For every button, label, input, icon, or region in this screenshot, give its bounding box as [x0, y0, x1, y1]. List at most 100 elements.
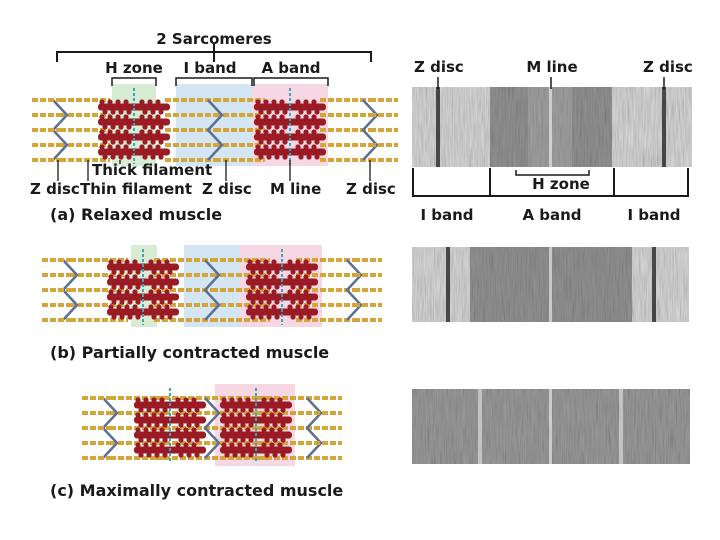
top-leader-lines	[111, 77, 329, 86]
myosin-head	[154, 437, 160, 443]
myosin-head	[261, 397, 267, 403]
myosin-head	[99, 144, 105, 150]
myosin-head	[151, 442, 157, 448]
myosin-head	[155, 144, 161, 150]
myosin-head	[132, 274, 138, 280]
myosin-head	[99, 129, 105, 135]
myosin-head	[306, 124, 312, 130]
myosin-head	[295, 114, 301, 120]
myosin-head	[258, 139, 264, 145]
myosin-head	[250, 269, 256, 275]
myosin-head	[248, 452, 254, 458]
myosin-head	[274, 284, 280, 290]
myosin-head	[250, 314, 256, 320]
myosin-head	[277, 442, 283, 448]
myosin-head	[111, 284, 117, 290]
myosin-head	[277, 412, 283, 418]
myosin-head	[116, 289, 122, 295]
myosin-head	[178, 407, 184, 413]
panel-a-diagram	[32, 84, 398, 166]
myosin-head	[248, 422, 254, 428]
myosin-head	[102, 154, 108, 160]
myosin-head	[269, 397, 275, 403]
myosin-head	[266, 139, 272, 145]
myosin-head	[127, 284, 133, 290]
myosin-head	[255, 99, 261, 105]
myosin-head	[147, 99, 153, 105]
myosin-head	[148, 304, 154, 310]
myosin-head	[269, 427, 275, 433]
myosin-head	[247, 259, 253, 265]
myosin-head	[295, 129, 301, 135]
myosin-head	[303, 274, 309, 280]
myosin-head	[110, 154, 116, 160]
myosin-head	[303, 304, 309, 310]
myosin-head	[123, 114, 129, 120]
micro-a-band-label: A band	[522, 206, 581, 224]
micro-z-disc-right-label: Z disc	[643, 58, 693, 76]
myosin-head	[237, 442, 243, 448]
myosin-head	[108, 304, 114, 310]
myosin-head	[146, 407, 152, 413]
myosin-head	[272, 452, 278, 458]
myosin-head	[245, 412, 251, 418]
caption-c: (c) Maximally contracted muscle	[50, 481, 343, 500]
myosin-head	[258, 269, 264, 275]
micro-i-band-right-label: I band	[627, 206, 680, 224]
myosin-head	[123, 99, 129, 105]
myosin-head	[110, 124, 116, 130]
myosin-head	[142, 124, 148, 130]
i-band-label: I band	[183, 59, 236, 77]
myosin-head	[159, 314, 165, 320]
myosin-head	[143, 397, 149, 403]
myosin-head	[142, 139, 148, 145]
thick-filament	[98, 133, 170, 141]
myosin-head	[138, 452, 144, 458]
myosin-head	[240, 452, 246, 458]
myosin-head	[248, 407, 254, 413]
myosin-head	[167, 284, 173, 290]
myosin-head	[135, 412, 141, 418]
myosin-head	[126, 154, 132, 160]
myosin-head	[258, 154, 264, 160]
myosin-head	[150, 139, 156, 145]
myosin-head	[295, 144, 301, 150]
myosin-head	[139, 114, 145, 120]
myosin-head	[119, 314, 125, 320]
myosin-head	[175, 397, 181, 403]
thick-filament	[254, 103, 326, 111]
myosin-head	[311, 144, 317, 150]
myosin-head	[282, 154, 288, 160]
myosin-head	[158, 139, 164, 145]
myosin-head	[290, 269, 296, 275]
myosin-head	[162, 452, 168, 458]
myosin-head	[186, 437, 192, 443]
bottom-leader-lines	[57, 160, 371, 181]
myosin-head	[102, 109, 108, 115]
myosin-head	[138, 407, 144, 413]
myosin-head	[298, 314, 304, 320]
myosin-head	[271, 114, 277, 120]
micrograph-b	[412, 247, 689, 322]
panel-c-diagram	[82, 384, 342, 466]
myosin-head	[151, 299, 157, 305]
myosin-head	[221, 397, 227, 403]
myosin-head	[123, 129, 129, 135]
myosin-head	[306, 139, 312, 145]
myosin-head	[250, 284, 256, 290]
myosin-head	[124, 304, 130, 310]
myosin-head	[164, 289, 170, 295]
panel-b-diagram	[42, 245, 382, 327]
myosin-head	[139, 144, 145, 150]
myosin-head	[186, 407, 192, 413]
myosin-head	[116, 304, 122, 310]
myosin-head	[175, 412, 181, 418]
filaments-b	[42, 249, 382, 325]
myosin-head	[295, 289, 301, 295]
myosin-head	[178, 437, 184, 443]
myosin-head	[232, 422, 238, 428]
myosin-head	[290, 299, 296, 305]
myosin-head	[266, 284, 272, 290]
myosin-head	[151, 314, 157, 320]
